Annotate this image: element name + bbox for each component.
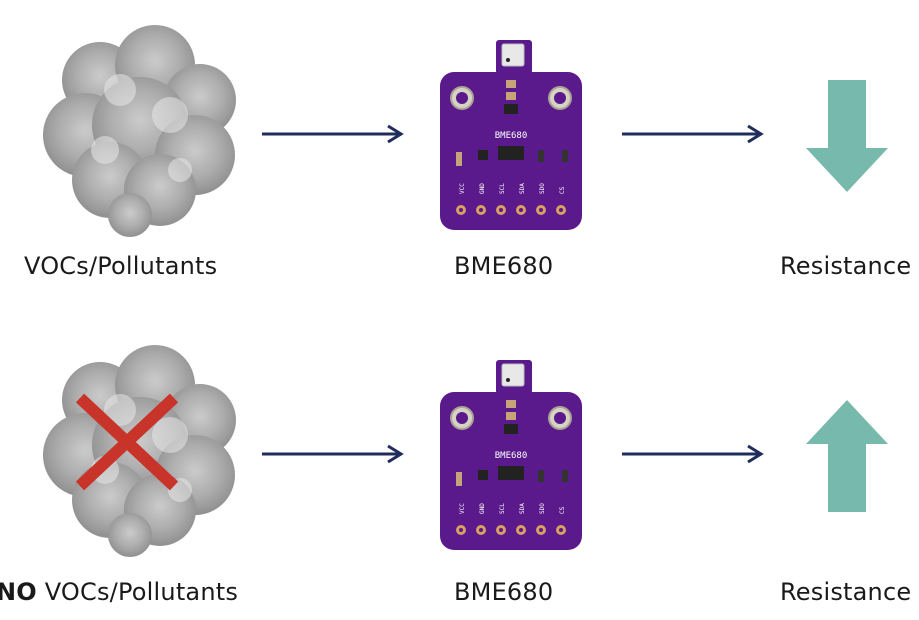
flow-arrow-to-sensor: [260, 444, 410, 464]
result-label: Resistance: [780, 252, 912, 280]
pollutant-cloud-image: [30, 20, 250, 240]
board-silkscreen-title: BME680: [495, 451, 528, 461]
bme680-board-image: BME680 VCC GND SCL SDA SDO CS: [440, 40, 582, 232]
resistance-down-arrow-icon: [806, 80, 888, 192]
resistance-up-arrow-icon: [806, 400, 888, 512]
pin-label: GND: [479, 503, 486, 514]
pin-label: CS: [559, 186, 566, 194]
pin-label: SDO: [539, 503, 546, 514]
pin-label: SCL: [499, 183, 506, 194]
pin-label: SDA: [519, 503, 526, 514]
x-mark-icon: [75, 393, 179, 491]
sensor-label: BME680: [454, 578, 554, 606]
flow-arrow-to-resistance: [620, 444, 770, 464]
flow-arrow-to-resistance: [620, 124, 770, 144]
flow-arrow-to-sensor: [260, 124, 410, 144]
negation-prefix: NO: [0, 578, 37, 606]
board-silkscreen-title: BME680: [495, 131, 528, 141]
diagram-row-no-pollutants: BME680 VCC GND SCL SDA SDO CS NO VOCs/Po…: [0, 320, 919, 620]
pin-label: GND: [479, 183, 486, 194]
source-label: VOCs/Pollutants: [24, 252, 218, 280]
pin-label: VCC: [459, 503, 466, 514]
sensor-label: BME680: [454, 252, 554, 280]
pin-label: SDO: [539, 183, 546, 194]
pin-label: VCC: [459, 183, 466, 194]
pin-label: CS: [559, 506, 566, 514]
source-label: NO VOCs/Pollutants: [0, 578, 238, 606]
diagram-row-pollutants: BME680 VCC GND SCL SDA SDO CS VOCs/Pollu…: [0, 0, 919, 300]
pin-label: SDA: [519, 183, 526, 194]
bme680-board-image: BME680 VCC GND SCL SDA SDO CS: [440, 360, 582, 552]
pin-label: SCL: [499, 503, 506, 514]
result-label: Resistance: [780, 578, 912, 606]
